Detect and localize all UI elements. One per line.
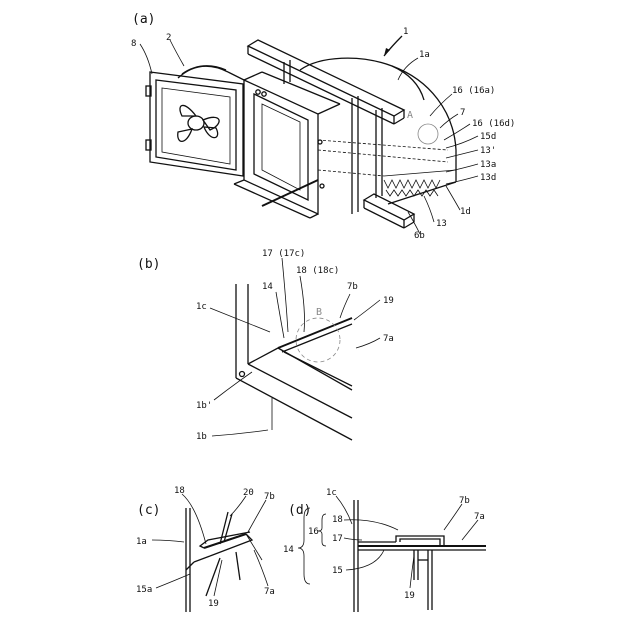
label-2: 2 [166,33,171,43]
panel-label-d: (d) [288,503,311,518]
label-c-7a: 7a [264,587,275,597]
label-d-18: 18 [332,515,343,525]
label-d-7a: 7a [474,512,485,522]
figure-c: (c) 18 20 7b 1a 15a 19 7a [136,486,275,612]
label-1b: 1b [196,432,207,442]
label-13: 13 [436,219,447,229]
label-7b: 7b [347,282,358,292]
label-8: 8 [131,39,136,49]
label-d-7b: 7b [459,496,470,506]
label-7a: 7a [383,334,394,344]
label-18: 18 (18c) [296,266,339,276]
figure-a: (a) 1 1a 8 2 16 (16a) A 7 16 (16d) 15d 1… [131,12,515,241]
label-13p: 13' [480,146,496,156]
label-17: 17 (17c) [262,249,305,259]
label-c-7b: 7b [264,492,275,502]
label-13a: 13a [480,160,496,170]
hood-housing [300,58,456,204]
label-c-20: 20 [243,488,254,498]
duct-box [234,72,340,218]
label-6b: 6b [414,231,425,241]
label-1a: 1a [419,50,430,60]
label-16-16d: 16 (16d) [472,119,515,129]
label-1d: 1d [460,207,471,217]
label-7: 7 [460,108,465,118]
panel-label-a: (a) [132,12,155,27]
label-c-1a: 1a [136,537,147,547]
label-B: B [316,307,322,318]
label-A: A [407,110,413,121]
panel-label-c: (c) [137,503,160,518]
label-c-15a: 15a [136,585,152,595]
label-d-16: 16 [308,527,319,537]
label-13d: 13d [480,173,496,183]
label-c-18: 18 [174,486,185,496]
fan-unit [146,66,244,176]
label-1b-prime: 1b' [196,401,212,411]
label-d-1c: 1c [326,488,337,498]
label-c-19: 19 [208,599,219,609]
figure-b: (b) 17 (17c) 18 (18c) 14 7b 1c B 19 7a 1… [137,249,394,442]
label-d-19: 19 [404,591,415,601]
label-d-15: 15 [332,566,343,576]
label-16-16a: 16 (16a) [452,86,495,96]
label-19: 19 [383,296,394,306]
fan-blade-icon [178,105,219,141]
support-rails [248,40,414,228]
label-d-17: 17 [332,534,343,544]
label-14: 14 [262,282,273,292]
figure-d: (d) 1c 7b 18 7a 16 17 14 15 19 [283,488,486,612]
label-d-14: 14 [283,545,294,555]
label-15d: 15d [480,132,496,142]
label-1c: 1c [196,302,207,312]
label-1: 1 [403,27,408,37]
panel-label-b: (b) [137,257,160,272]
